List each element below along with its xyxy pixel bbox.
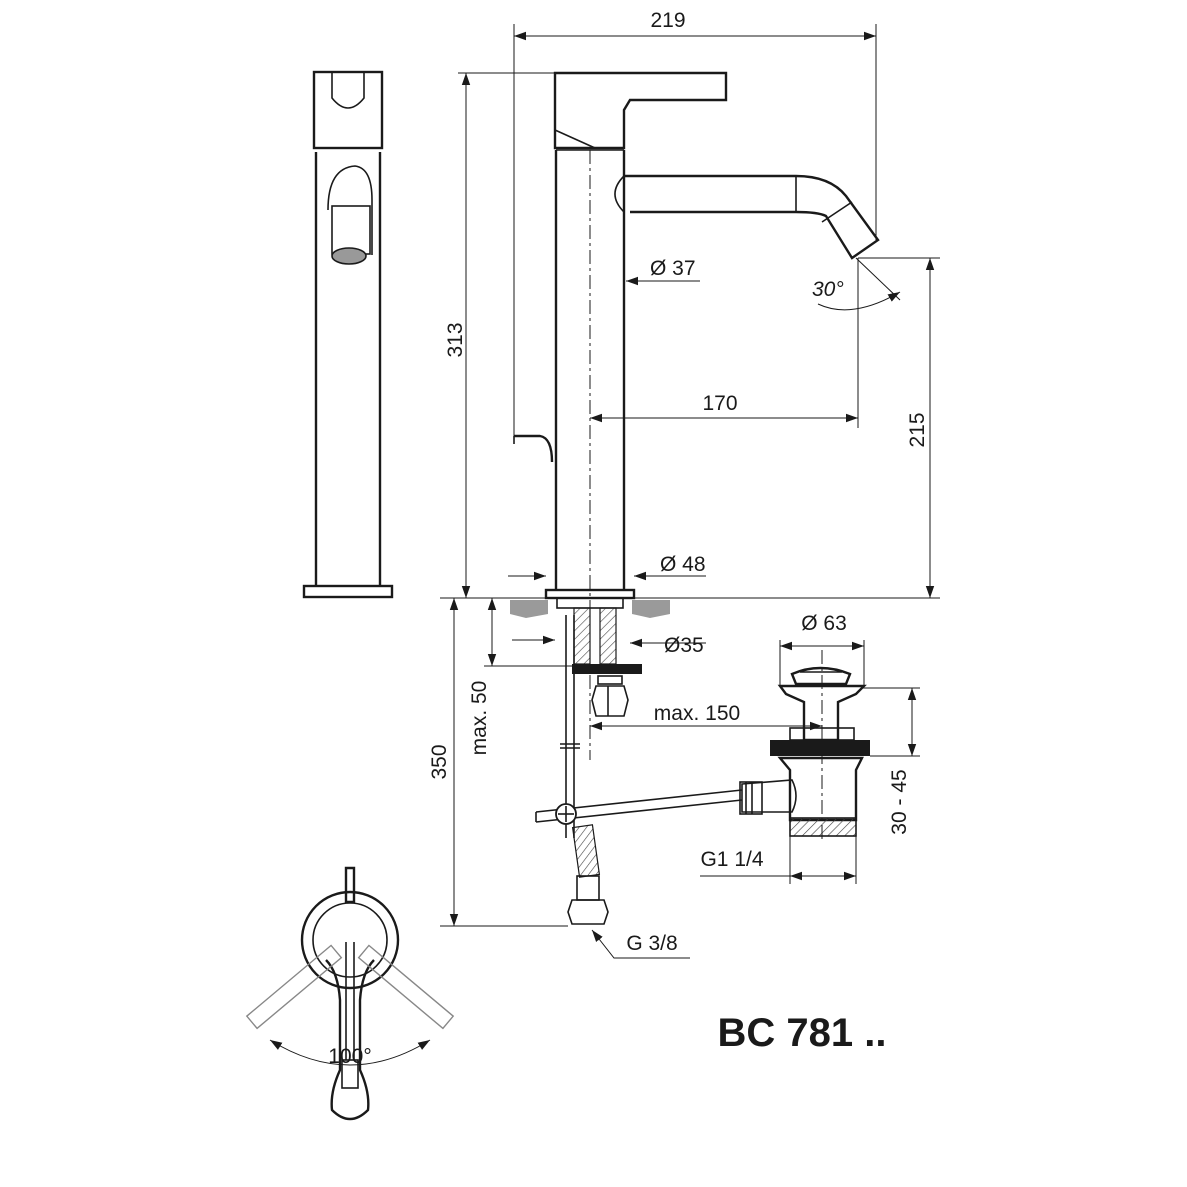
drain-plug (790, 666, 852, 686)
base-plate-side (302, 584, 394, 599)
threaded-stud (599, 607, 617, 665)
fixing-plate (572, 664, 642, 674)
mounting-assembly (556, 597, 642, 925)
fixing-nut (591, 685, 629, 717)
hose-nut (567, 899, 609, 925)
dim-max-150: max. 150 (654, 702, 740, 725)
dim-170: 170 (702, 392, 737, 415)
dim-diameter-48: Ø 48 (660, 553, 706, 576)
dim-215: 215 (906, 412, 929, 447)
aerator-side (331, 247, 367, 265)
lever-top (325, 959, 375, 1121)
drain-thread (789, 817, 857, 837)
dim-angle-30: 30° (812, 278, 844, 301)
popup-linkage (535, 789, 743, 825)
flex-hose (571, 824, 601, 878)
dim-max-50: max. 50 (468, 681, 491, 756)
drain-washer (770, 740, 870, 756)
supply-hose-left (573, 607, 591, 665)
dim-rotation-100: 100° (328, 1045, 371, 1068)
handle-slot (331, 72, 365, 109)
dim-g1-1-4: G1 1/4 (700, 848, 763, 871)
waste-drain (739, 650, 870, 840)
spout-side (327, 165, 373, 255)
front-view (513, 71, 880, 760)
side-view (302, 70, 394, 599)
lever-handle (553, 71, 728, 150)
popup-rod (514, 434, 554, 463)
dim-219: 219 (650, 9, 685, 32)
dim-diameter-63: Ø 63 (801, 612, 847, 635)
dim-30-45: 30 - 45 (888, 769, 911, 834)
dim-diameter-37: Ø 37 (650, 257, 696, 280)
spout (624, 174, 880, 260)
counter-top (440, 597, 940, 618)
dim-313: 313 (444, 322, 467, 357)
dim-350: 350 (428, 744, 451, 779)
product-code: BC 781 .. (718, 1011, 887, 1055)
dim-g-3-8: G 3/8 (626, 932, 677, 955)
dimension-lines (440, 24, 940, 959)
dim-diameter-35: Ø35 (664, 634, 704, 657)
top-view (245, 866, 455, 1121)
